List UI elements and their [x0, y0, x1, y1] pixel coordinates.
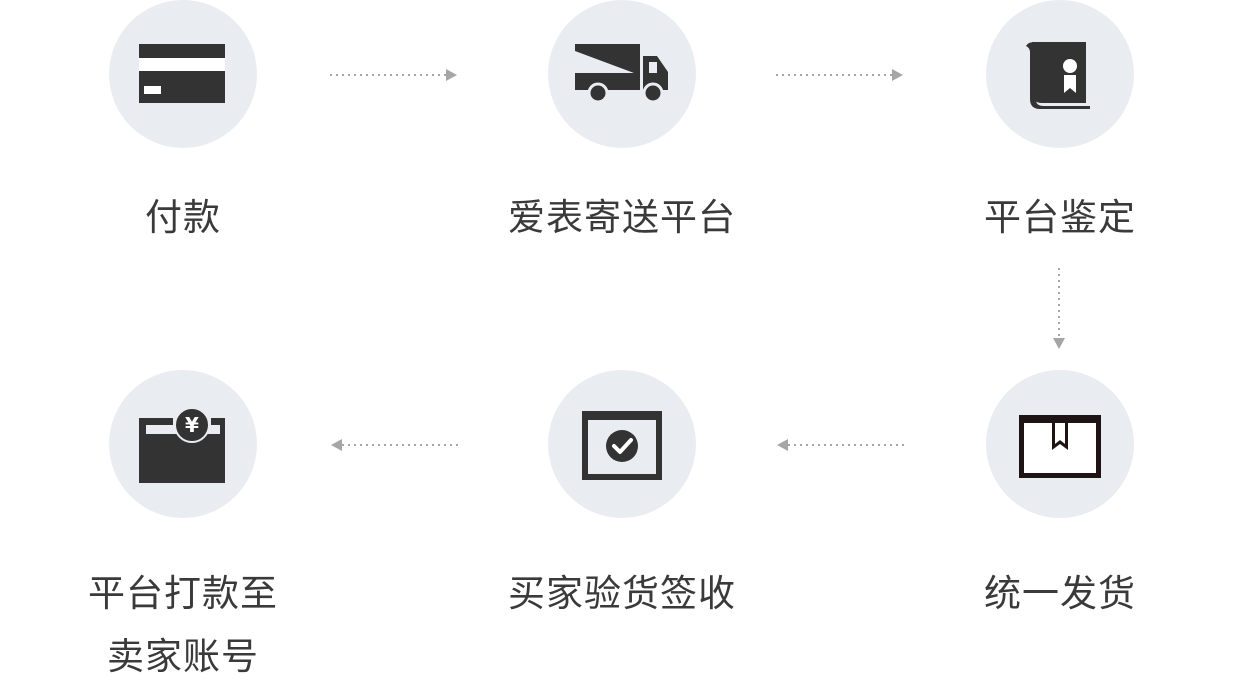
yuan-payout-icon: ¥ — [139, 407, 225, 483]
step-shipping-label: 爱表寄送平台 — [508, 196, 736, 239]
arrow-right-2 — [776, 69, 903, 81]
svg-text:¥: ¥ — [185, 413, 199, 437]
step-authentication-circle — [986, 0, 1134, 148]
step-payout-label-line1: 平台打款至 — [88, 572, 278, 615]
step-payout-label-line2: 卖家账号 — [107, 635, 259, 678]
step-payout-label: 平台打款至 卖家账号 — [33, 562, 333, 688]
step-payout-circle: ¥ — [109, 370, 257, 518]
step-shipping-circle — [548, 0, 696, 148]
arrow-left-2 — [777, 439, 904, 451]
step-authentication-label: 平台鉴定 — [984, 196, 1136, 239]
step-dispatch-label: 统一发货 — [984, 572, 1136, 615]
box-icon — [1019, 415, 1101, 478]
arrow-left-1 — [331, 439, 458, 451]
certificate-icon — [1026, 42, 1090, 109]
credit-card-icon — [139, 44, 225, 103]
step-payment-label: 付款 — [145, 196, 221, 239]
step-receipt-circle — [548, 370, 696, 518]
arrow-down — [1053, 268, 1065, 349]
step-receipt-label: 买家验货签收 — [508, 572, 736, 615]
step-payment-circle — [109, 0, 257, 148]
step-dispatch-circle — [986, 370, 1134, 518]
delivery-truck-icon — [575, 44, 668, 104]
checkmark-box-icon — [582, 411, 662, 480]
arrow-right-1 — [330, 69, 457, 81]
